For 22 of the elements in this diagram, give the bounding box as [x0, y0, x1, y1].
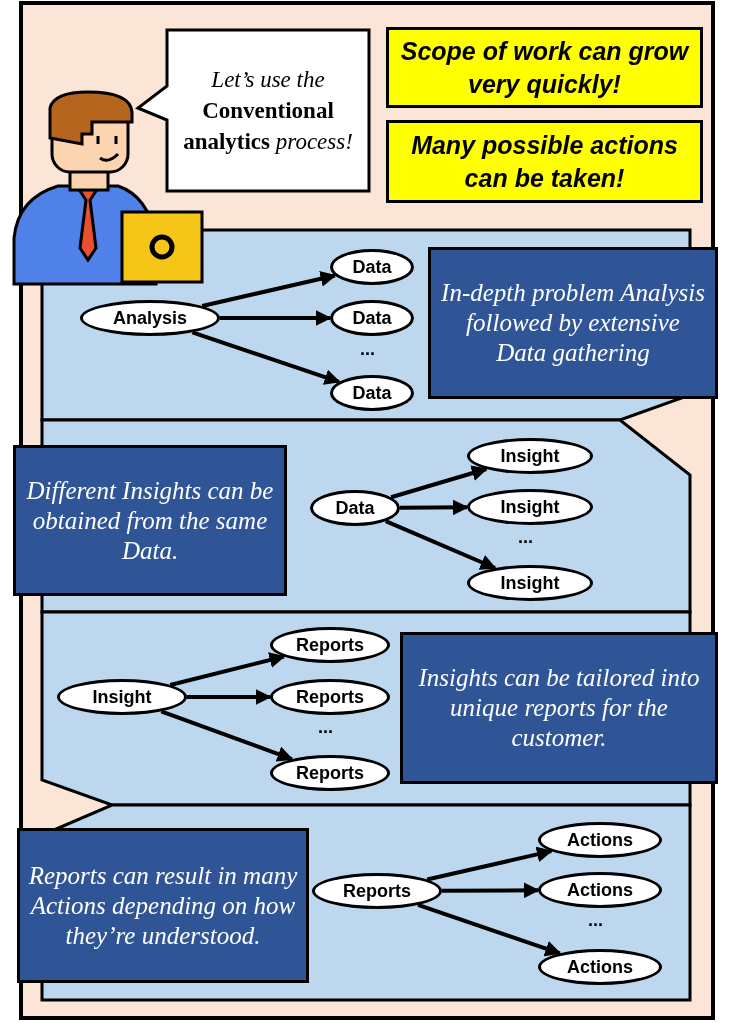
arrow — [426, 846, 553, 882]
callout-box: Scope of work can grow very quickly! — [386, 27, 703, 108]
ellipsis-label: ... — [360, 339, 375, 360]
note-box: Different Insights can be obtained from the same Data. — [13, 445, 287, 596]
note-box: Insights can be tailored into unique reports for the customer. — [400, 632, 718, 784]
arrow — [400, 499, 469, 516]
arrow — [384, 519, 497, 570]
arrow — [442, 882, 540, 899]
arrow — [201, 270, 337, 308]
note-box: In-depth problem Analysis followed by extensive Data gathering — [428, 247, 718, 399]
arrow — [390, 465, 488, 500]
callout-box: Many possible actions can be taken! — [386, 120, 703, 203]
arrow — [187, 689, 272, 705]
arrow — [169, 652, 286, 687]
note-box: Reports can result in many Actions depending on how they’re understood. — [17, 828, 309, 983]
ellipsis-label: ... — [318, 717, 333, 738]
arrow — [417, 903, 562, 957]
ellipsis-label: ... — [518, 527, 533, 548]
arrow — [191, 330, 341, 385]
ellipsis-label: ... — [588, 910, 603, 931]
arrow — [160, 709, 294, 762]
arrow — [220, 310, 332, 326]
